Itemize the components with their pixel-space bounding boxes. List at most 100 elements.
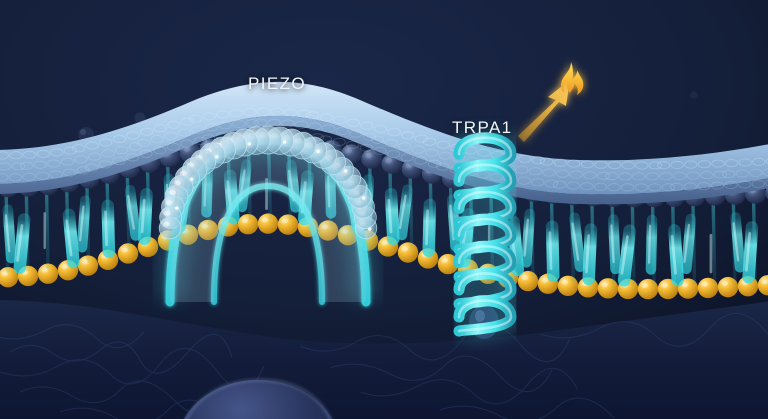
lipid-tail-capsule	[617, 224, 636, 287]
lipid-tail-capsule	[681, 213, 697, 275]
cobblestone-cell	[112, 134, 127, 144]
piezo-highlight-sparkles	[175, 140, 372, 231]
cobblestone-cell	[128, 142, 143, 151]
cobblestone-cell	[669, 182, 684, 191]
cobblestone-cell	[580, 182, 594, 191]
cobblestone-cell	[593, 182, 608, 191]
cobblestone-cell	[635, 161, 649, 170]
cobblestone-cell	[204, 123, 219, 132]
cobblestone-cell	[387, 128, 401, 137]
cobblestone-cell	[672, 171, 687, 180]
cobblestone-cell	[555, 169, 570, 178]
lipid-tail-capsule	[545, 220, 560, 282]
cobblestone-cell	[737, 180, 752, 189]
cobblestone-cell	[191, 125, 205, 134]
cobblestone-cell	[735, 169, 749, 178]
lipid-tail-capsule	[668, 224, 684, 287]
piezo-subunit-beads	[158, 125, 378, 240]
inner-leaflet-sphere	[237, 214, 259, 235]
cobblestone-cell	[422, 137, 437, 146]
cobblestone-cell	[427, 159, 442, 168]
cobblestone-cell	[202, 112, 216, 121]
cobblestone-cell	[414, 156, 428, 165]
lipid-tail-capsule	[645, 214, 658, 275]
lipid-tail-capsule	[76, 195, 91, 253]
cobblestone-cell	[139, 127, 154, 136]
cobblestone-cell	[76, 166, 91, 175]
cobblestone-cell	[686, 171, 700, 180]
lipid-tail-capsule	[521, 208, 535, 268]
cobblestone-cell	[435, 162, 450, 171]
cobblestone-cell	[386, 150, 401, 159]
lipid-tail-capsule	[41, 202, 52, 261]
trpa1-channel	[451, 129, 520, 340]
cobblestone-cell	[136, 138, 151, 147]
cobblestone-cell	[645, 172, 660, 181]
cobblestone-cell	[401, 131, 415, 140]
cobblestone-cell	[60, 157, 75, 166]
cobblestone-cell	[152, 146, 167, 155]
cobblestone-cell	[697, 160, 712, 169]
cobblestone-cell	[229, 108, 244, 117]
membrane-surface-sheet	[0, 81, 768, 205]
cobblestone-cell	[180, 117, 195, 126]
cobblestone-cell	[607, 161, 622, 170]
cobblestone-cell	[11, 162, 26, 171]
cobblestone-cell	[765, 179, 768, 187]
cobblestone-cell	[360, 121, 374, 130]
cobblestone-cell	[607, 183, 621, 192]
cobblestone-cell	[99, 138, 113, 147]
cobblestone-cell	[297, 109, 312, 118]
cobblestone-cell	[333, 115, 347, 124]
cobblestone-cell	[0, 162, 12, 171]
cobblestone-cell	[683, 182, 697, 191]
cobblestone-cell	[63, 146, 78, 155]
cobblestone-cell	[346, 140, 360, 149]
cobblestone-cell	[373, 146, 387, 155]
piezo-sparkle	[215, 155, 219, 159]
cobblestone-cell	[713, 170, 728, 179]
cobblestone-cell	[553, 158, 567, 167]
lipid-tail-capsule	[569, 212, 586, 273]
lipid-tail-capsule	[608, 214, 621, 275]
cobblestone-cell	[414, 134, 429, 143]
cobblestone-cell	[552, 180, 567, 189]
cytoplasm-texture	[0, 312, 768, 419]
cobblestone-cell	[349, 129, 363, 138]
lipid-tail-capsule	[396, 184, 413, 241]
cobblestone-cell	[98, 160, 112, 169]
heat-stimulus-group	[518, 62, 584, 142]
lipid-tail-capsule	[13, 213, 31, 274]
glycocalyx-cobblestone-texture	[0, 107, 768, 192]
cobblestone-cell	[19, 161, 34, 170]
cobblestone-cell	[359, 143, 374, 152]
cobblestone-cell	[150, 135, 164, 144]
cobblestone-cell	[305, 111, 320, 120]
cobblestone-cell	[620, 183, 635, 192]
cobblestone-cell	[85, 141, 99, 150]
lipid-tail-capsule	[2, 204, 17, 264]
cobblestone-cell	[661, 183, 676, 192]
cobblestone-cell	[438, 151, 453, 160]
piezo-sparkle	[343, 169, 348, 173]
piezo-sparkle	[175, 206, 179, 210]
cobblestone-cell	[267, 118, 281, 127]
cobblestone-cell	[321, 124, 336, 133]
cobblestone-cell	[738, 158, 752, 167]
cobblestone-cell	[308, 122, 322, 131]
lipid-tail-capsule	[124, 185, 141, 241]
inner-leaflet-sphere	[557, 275, 579, 297]
cobblestone-cell	[604, 172, 619, 181]
cobblestone-cell	[542, 168, 556, 177]
cobblestone-cell	[749, 168, 763, 177]
cobblestone-cell	[243, 107, 257, 117]
cobblestone-cell	[101, 149, 115, 158]
cobblestone-cell	[411, 145, 426, 154]
lipid-tail-capsule	[138, 187, 153, 246]
cobblestone-cell	[659, 172, 673, 181]
cobblestone-cell	[398, 142, 412, 151]
cobblestone-cell	[566, 181, 580, 190]
cobblestone-cell	[22, 172, 36, 181]
cobblestone-cell	[618, 172, 632, 181]
